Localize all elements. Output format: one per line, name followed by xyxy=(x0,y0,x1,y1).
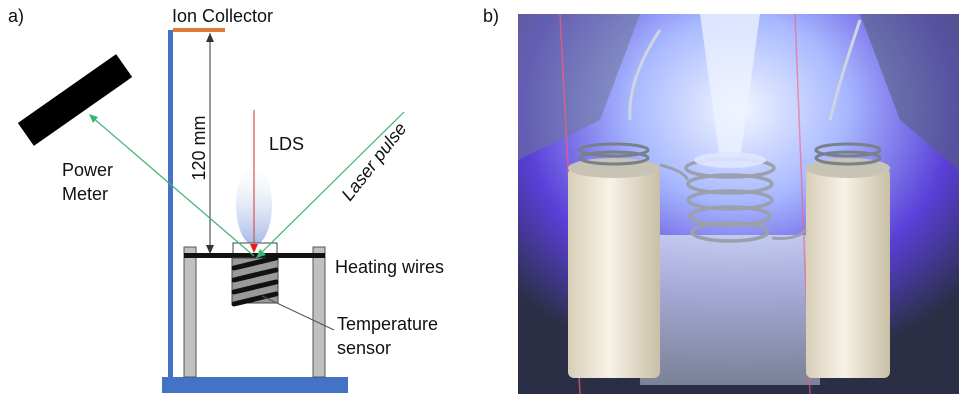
panel-b: b) xyxy=(483,6,959,395)
reflected-beam xyxy=(91,116,255,257)
lds-label: LDS xyxy=(269,134,304,154)
ion-collector-plate xyxy=(173,28,225,32)
reflected-arrowhead xyxy=(89,114,98,123)
panel-a: a) Power Meter Ion Collector 120 mm xyxy=(8,6,444,393)
heating-coils xyxy=(231,255,279,307)
temperature-sensor-label-line2: sensor xyxy=(337,338,391,358)
distance-label: 120 mm xyxy=(189,115,209,180)
lds-arrowhead xyxy=(250,244,258,253)
power-meter-label-line1: Power xyxy=(62,160,113,180)
temperature-sensor-label-line1: Temperature xyxy=(337,314,438,334)
panel-b-label: b) xyxy=(483,6,499,26)
distance-arrow-top xyxy=(206,33,214,42)
heating-wires-label: Heating wires xyxy=(335,257,444,277)
panel-a-label: a) xyxy=(8,6,24,26)
laser-pulse-label: Laser pulse xyxy=(337,119,410,205)
heating-crossbar xyxy=(184,253,325,258)
power-meter-label-line2: Meter xyxy=(62,184,108,204)
power-meter xyxy=(17,54,133,146)
support-post-left xyxy=(183,246,197,378)
temperature-sensor-leader xyxy=(261,295,335,331)
laser-pulse-beam xyxy=(257,111,405,257)
support-post-right xyxy=(312,246,326,378)
stand-pole xyxy=(168,30,173,380)
distance-arrow-bottom xyxy=(206,245,214,254)
ion-collector-label: Ion Collector xyxy=(172,6,273,26)
base-plate xyxy=(162,377,348,393)
laser-pulse-arrowhead xyxy=(256,249,266,258)
photo-of-heater-with-plasma-plume xyxy=(518,13,959,395)
